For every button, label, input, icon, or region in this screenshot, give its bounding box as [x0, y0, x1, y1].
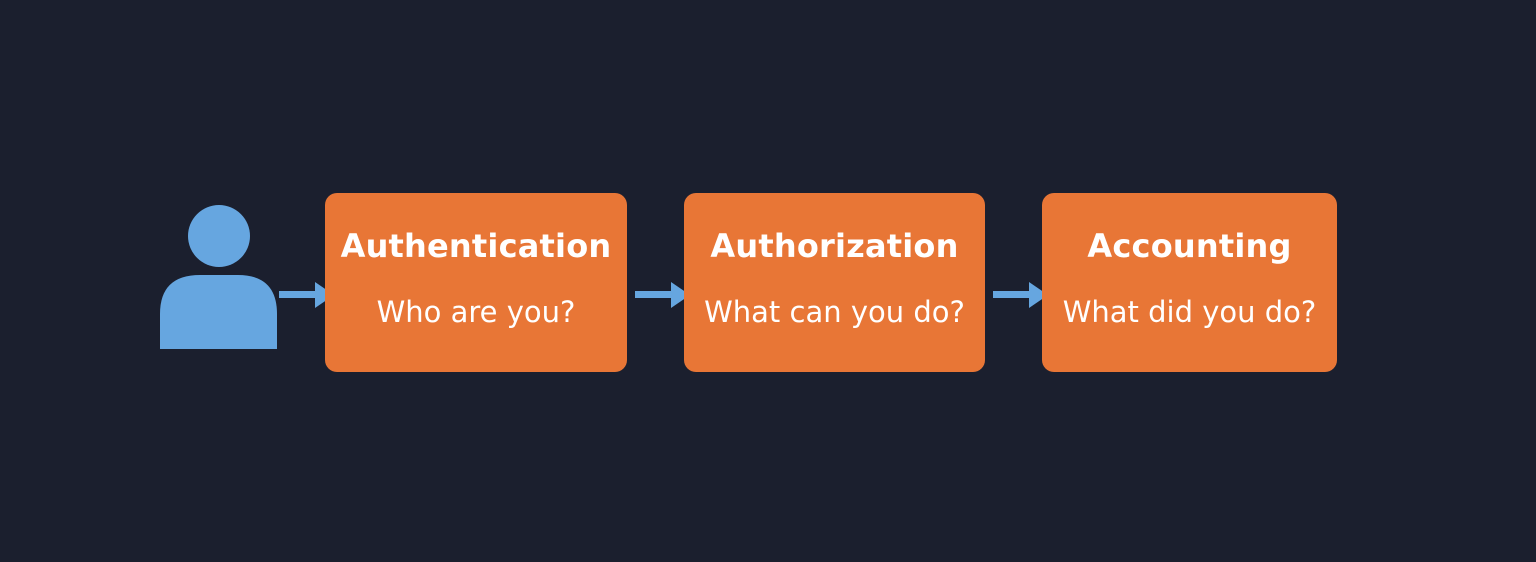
step-subtitle: What did you do? [1062, 295, 1317, 329]
step-title: Authorization [710, 227, 959, 265]
step-subtitle: What can you do? [704, 295, 965, 329]
step-subtitle: Who are you? [376, 295, 576, 329]
arrow-icon [635, 282, 690, 308]
step-authentication: Authentication Who are you? [325, 193, 627, 372]
arrow-icon [993, 282, 1048, 308]
step-title: Accounting [1087, 227, 1292, 265]
step-accounting: Accounting What did you do? [1042, 193, 1337, 372]
arrow-icon [279, 282, 334, 308]
step-authorization: Authorization What can you do? [684, 193, 985, 372]
step-title: Authentication [340, 227, 612, 265]
user-icon [160, 205, 277, 349]
